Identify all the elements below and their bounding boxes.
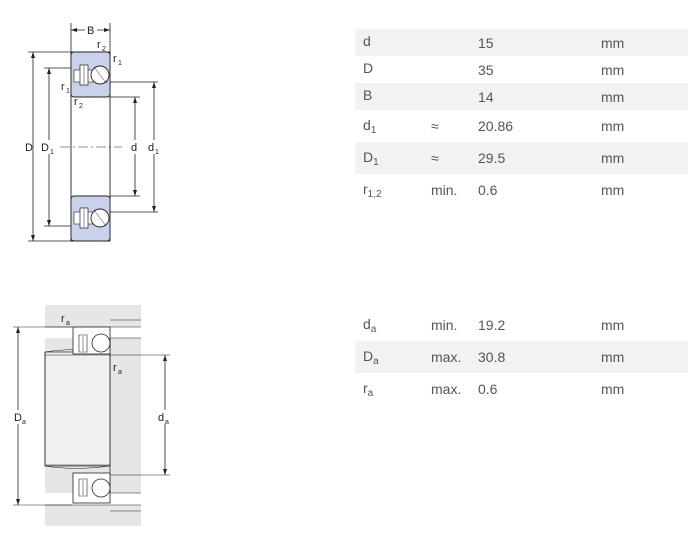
dim-label-ra-right: r <box>113 362 117 374</box>
abutment-table: da min. 19.2 mm Da max. 30.8 mm ra max. … <box>355 309 688 405</box>
svg-text:2: 2 <box>79 103 83 110</box>
table-row: B 14 mm <box>355 83 688 110</box>
table-row: da min. 19.2 mm <box>363 315 625 335</box>
dim-label-r2-top: r <box>97 39 101 51</box>
dim-label-d1: d <box>148 142 154 154</box>
svg-text:1: 1 <box>50 149 54 156</box>
table-row: d1 ≈ 20.86 mm <box>363 116 625 136</box>
dim-label-D: D <box>25 142 33 154</box>
svg-text:a: a <box>66 320 70 327</box>
dim-label-r2-left: r <box>74 96 78 108</box>
dim-label-d: d <box>131 142 137 154</box>
svg-text:1: 1 <box>118 60 122 67</box>
dim-label-r1-left: r <box>61 81 65 93</box>
table-row: D 35 mm <box>363 60 625 78</box>
dim-label-B: B <box>87 25 94 37</box>
table-row: d 15 mm <box>355 29 688 56</box>
svg-text:a: a <box>165 419 169 426</box>
svg-text:1: 1 <box>155 149 159 156</box>
dim-label-Da: D <box>14 412 22 424</box>
dim-label-da: d <box>158 412 164 424</box>
table-row: D1 ≈ 29.5 mm <box>355 142 688 174</box>
dimensions-table: d 15 mm D 35 mm B 14 mm d1 ≈ 20.86 mm D1… <box>355 29 688 206</box>
svg-text:1: 1 <box>66 88 70 95</box>
table-row: r1,2 min. 0.6 mm <box>363 180 625 200</box>
dim-label-r1-top: r <box>113 53 117 65</box>
dim-label-ra-top: r <box>61 313 65 325</box>
svg-text:a: a <box>118 369 122 376</box>
svg-text:a: a <box>22 419 26 426</box>
table-row: ra max. 0.6 mm <box>363 379 625 399</box>
table-row: Da max. 30.8 mm <box>355 341 688 373</box>
abutment-drawing: D a d a r a r a <box>12 305 174 526</box>
dim-label-D1: D <box>41 142 49 154</box>
svg-text:2: 2 <box>102 46 106 53</box>
bearing-section-drawing: B D D 1 d d 1 r 2 r 1 r 1 r 2 <box>25 23 163 242</box>
